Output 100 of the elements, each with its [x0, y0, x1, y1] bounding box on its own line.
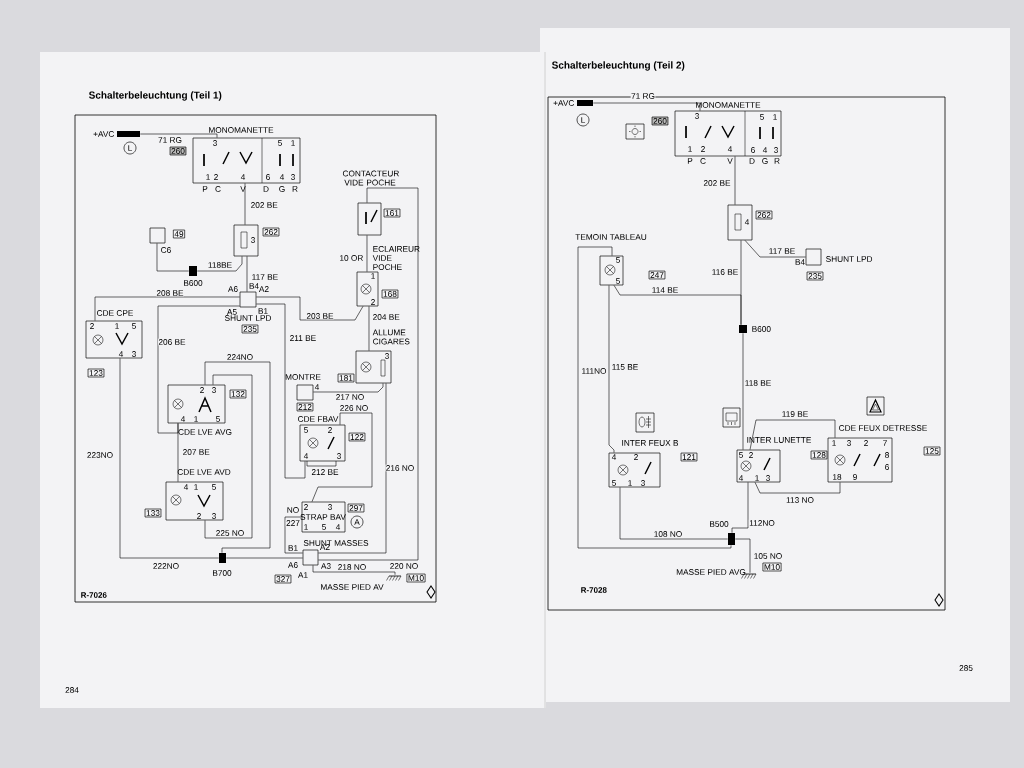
pin-number: 18: [833, 474, 842, 480]
wire: [613, 285, 742, 326]
part-number-label: 132: [229, 389, 247, 399]
wire: [119, 358, 220, 559]
wire: [157, 305, 240, 434]
pin-number: 4: [738, 475, 744, 481]
pin-number: 1: [688, 146, 692, 152]
part-number-label: M10: [406, 573, 426, 583]
pin-number: R: [774, 158, 780, 164]
empty-box: [149, 227, 166, 244]
wire: [256, 303, 306, 479]
pin-number: A3: [320, 563, 331, 569]
pin-number: 5: [616, 257, 620, 263]
pin-number: V: [727, 158, 733, 164]
wire-label: 117 BE: [768, 247, 796, 255]
wire: [156, 243, 190, 272]
pin-number: 3: [695, 113, 699, 119]
part-number-label: 235: [806, 271, 824, 281]
component-label: MONTRE: [285, 374, 321, 380]
wire-label: 218 NO: [337, 563, 367, 571]
pin-number: 3: [251, 237, 255, 243]
wire: [577, 246, 732, 549]
wire-label: 204 BE: [372, 313, 401, 321]
pin-number: 5: [760, 114, 764, 120]
part-number-label: 260: [651, 116, 669, 126]
pin-number: 1: [115, 323, 119, 329]
component-label: INTER FEUX B: [622, 440, 679, 446]
wire-label: 223NO: [86, 451, 114, 459]
component-label: INTER LUNETTE: [747, 437, 811, 443]
pin-number: 3: [213, 140, 217, 146]
wire: [196, 256, 243, 272]
pin-number: V: [240, 186, 246, 192]
part-number-label: 161: [383, 208, 401, 218]
page-title: Schalterbeleuchtung (Teil 1): [88, 90, 223, 102]
wire-label: 220 NO: [389, 562, 419, 570]
pin-number: D: [263, 186, 269, 192]
component-label: CDE FBAV: [298, 416, 339, 422]
component-label: CDE CPE: [97, 310, 133, 316]
diagram-code: R-7026: [80, 591, 108, 599]
part-number-label: 181: [337, 373, 355, 383]
pin-number: 3: [337, 453, 341, 459]
pin-number: 1: [291, 140, 295, 146]
pin-number: 2: [304, 504, 308, 510]
pin-number: B1: [288, 545, 298, 551]
wire-label: 118BE: [207, 261, 233, 269]
pin-number: 3: [766, 475, 770, 481]
wire: [744, 240, 806, 258]
pin-number: 5: [612, 480, 616, 486]
pin-number: C: [215, 186, 221, 192]
pin-number: 5: [212, 484, 216, 490]
wire: [246, 256, 248, 292]
wire-label: 115 BE: [611, 363, 639, 371]
wire-label: 208 BE: [156, 289, 184, 297]
wire: [313, 383, 384, 393]
wire-label: 202 BE: [250, 201, 279, 209]
component-label: CDE LVE AVD: [177, 469, 231, 475]
wire: [225, 557, 303, 559]
wire-label: 111NO: [581, 367, 607, 375]
wire-label: 207 BE: [182, 448, 211, 456]
wire-label: 119 BE: [781, 410, 809, 418]
part-number-label: 247: [648, 270, 666, 280]
pin-number: 1: [832, 440, 836, 446]
wire-label: 227: [285, 519, 301, 527]
wire-label: NO: [286, 506, 300, 514]
pin-number: D: [749, 158, 755, 164]
wire-label: 212 BE: [311, 468, 339, 476]
wire: [368, 306, 370, 351]
pin-number: 3: [385, 353, 389, 359]
pin-number: A1: [297, 572, 308, 578]
wire-label: 117 BE: [251, 273, 279, 281]
wire: [139, 133, 218, 138]
pin-number: 5: [304, 427, 308, 433]
pin-number: 3: [291, 174, 295, 180]
connector-label: B600: [184, 280, 203, 286]
wire: [735, 538, 751, 574]
pin-number: G: [762, 158, 768, 164]
ground-symbol: [386, 575, 402, 581]
wire-label: 114 BE: [651, 286, 679, 294]
ground-label: MASSE PIED AVG: [676, 569, 746, 575]
pin-number: 3: [641, 480, 645, 486]
pin-number: 8: [885, 452, 889, 458]
pin-number: 5: [739, 452, 743, 458]
pin-number: 1: [773, 114, 777, 120]
pin-number: 5: [616, 278, 620, 284]
wire: [94, 296, 240, 321]
component-label: MONOMANETTE: [696, 102, 761, 108]
wire: [256, 296, 364, 321]
pin-number: C6: [161, 247, 171, 253]
pin-number: 3: [847, 440, 851, 446]
wire: [608, 285, 615, 453]
connector-label: B500: [710, 521, 729, 527]
pin-number: G: [279, 186, 285, 192]
pin-number: 4: [180, 416, 186, 422]
wire: [742, 332, 744, 450]
connector-label: B700: [213, 570, 232, 576]
pin-number: 2: [701, 146, 705, 152]
part-number-label: M10: [762, 562, 782, 572]
pin-number: 3: [212, 513, 216, 519]
wire: [366, 235, 368, 272]
wire: [749, 419, 836, 450]
